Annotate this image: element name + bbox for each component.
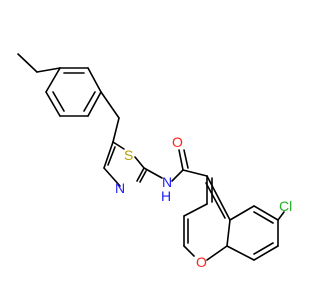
nh-carbonyl-bond [171, 169, 184, 182]
benzene-ring [45, 67, 102, 117]
fused-benzene-ring [226, 205, 279, 261]
benzyl-bond-2 [112, 117, 120, 143]
c2-nh-bond [143, 167, 163, 179]
c-cl-bond [277, 211, 285, 221]
carbonyl-ring-bond [182, 169, 208, 177]
thiazole-nitrogen-label: N [115, 180, 125, 196]
sulfur-atom-label: S [124, 147, 133, 163]
bonds [17, 53, 285, 261]
ethyl-ch3-bond [17, 53, 38, 73]
amide-hydrogen-label: H [161, 188, 171, 204]
molecule-canvas: S N N H O O Cl [17, 53, 292, 270]
oxepine-ring [183, 175, 231, 261]
carbonyl-oxygen-label: O [172, 134, 183, 150]
thiazole-ring [103, 141, 147, 187]
carbonyl-double-bond-a [178, 149, 184, 171]
chlorine-atom-label: Cl [279, 198, 292, 214]
ethyl-ch2-bond [36, 67, 61, 73]
molecule-structure: S N N H O O Cl [17, 53, 292, 270]
amide-nitrogen-label: N [162, 174, 172, 190]
carbonyl-double-bond-b [183, 149, 189, 169]
ring-oxygen-label: O [196, 254, 207, 270]
benzyl-bond-1 [100, 91, 120, 119]
